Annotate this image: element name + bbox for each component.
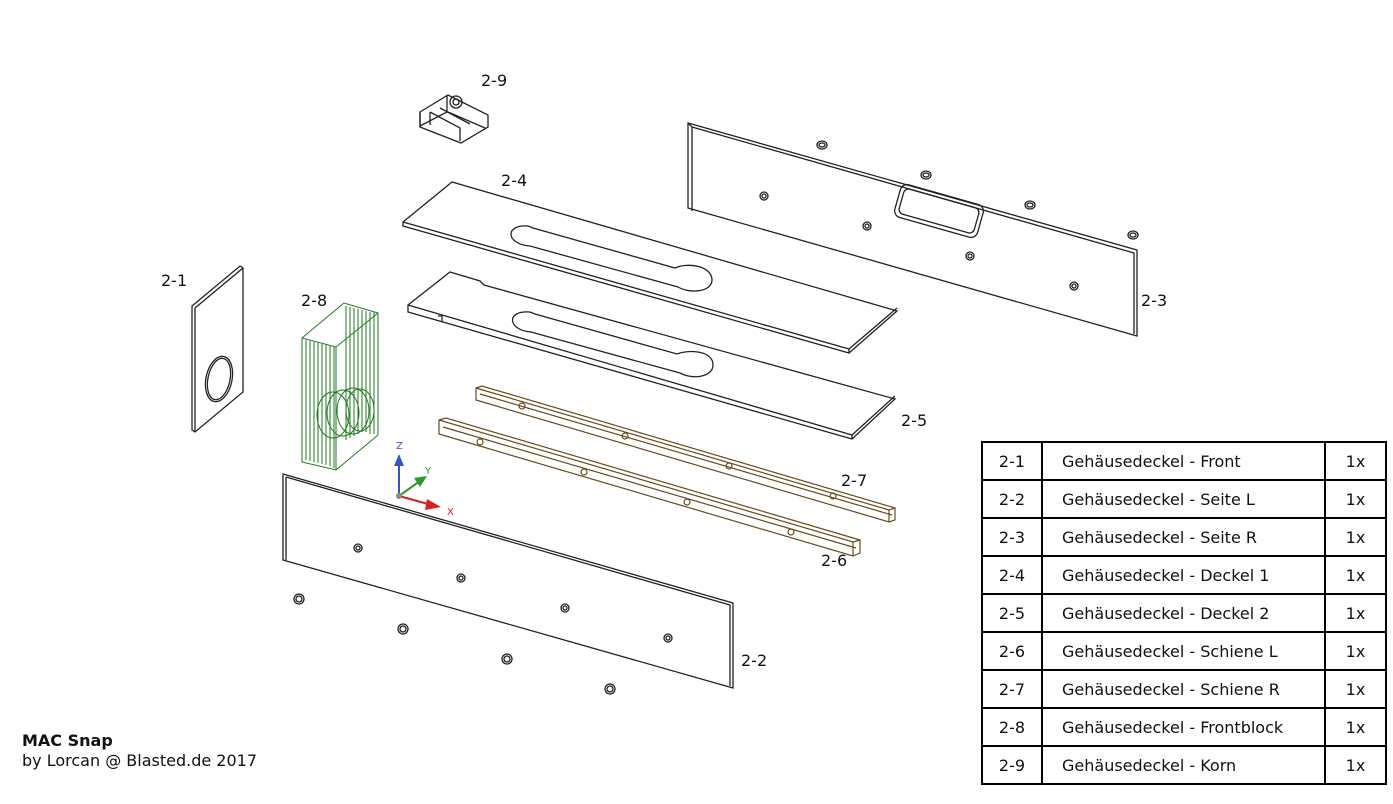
part-name-cell: Gehäusedeckel - Front (1041, 441, 1326, 481)
drawing-title: MAC Snap (22, 731, 113, 750)
part-qty-cell: 1x (1324, 631, 1387, 671)
part-id-cell: 2-9 (981, 745, 1043, 785)
part-id-cell: 2-8 (981, 707, 1043, 747)
drawing-credit: by Lorcan @ Blasted.de 2017 (22, 751, 257, 770)
part-qty-cell: 1x (1324, 517, 1387, 557)
table-row: 2-3 Gehäusedeckel - Seite R 1x (981, 517, 1387, 557)
part-qty-cell: 1x (1324, 669, 1387, 709)
callout-2-4: 2-4 (501, 171, 528, 190)
part-id-cell: 2-1 (981, 441, 1043, 481)
part-2-9-korn (419, 94, 489, 144)
part-2-7-schiene-r (475, 385, 896, 523)
table-row: 2-4 Gehäusedeckel - Deckel 1 1x (981, 555, 1387, 595)
part-2-4-deckel-1 (402, 181, 899, 354)
callout-2-6: 2-6 (821, 551, 848, 570)
callout-2-1: 2-1 (161, 271, 188, 290)
table-row: 2-8 Gehäusedeckel - Frontblock 1x (981, 707, 1387, 747)
part-id-cell: 2-5 (981, 593, 1043, 633)
part-2-6-schiene-l (438, 417, 861, 557)
part-2-2-screws (293, 593, 616, 695)
part-2-2-seite-l (282, 473, 734, 695)
part-2-3-screws (816, 140, 1139, 240)
part-qty-cell: 1x (1324, 745, 1387, 785)
part-2-3-seite-r (687, 122, 1139, 337)
part-name-cell: Gehäusedeckel - Deckel 1 (1041, 555, 1326, 595)
callout-2-7: 2-7 (841, 471, 868, 490)
table-row: 2-9 Gehäusedeckel - Korn 1x (981, 745, 1387, 785)
part-id-cell: 2-4 (981, 555, 1043, 595)
part-name-cell: Gehäusedeckel - Deckel 2 (1041, 593, 1326, 633)
part-qty-cell: 1x (1324, 479, 1387, 519)
part-id-cell: 2-7 (981, 669, 1043, 709)
part-2-1-front (191, 265, 244, 433)
part-2-5-deckel-2 (407, 271, 897, 440)
part-qty-cell: 1x (1324, 593, 1387, 633)
part-qty-cell: 1x (1324, 555, 1387, 595)
axis-y-label: Y (424, 466, 432, 477)
table-row: 2-1 Gehäusedeckel - Front 1x (981, 441, 1387, 481)
part-id-cell: 2-2 (981, 479, 1043, 519)
part-id-cell: 2-6 (981, 631, 1043, 671)
part-name-cell: Gehäusedeckel - Schiene L (1041, 631, 1326, 671)
part-name-cell: Gehäusedeckel - Seite L (1041, 479, 1326, 519)
axis-triad: Z Y X (394, 441, 454, 518)
title-block: MAC Snap by Lorcan @ Blasted.de 2017 (22, 731, 257, 771)
part-qty-cell: 1x (1324, 441, 1387, 481)
axis-x-label: X (447, 507, 454, 518)
part-qty-cell: 1x (1324, 707, 1387, 747)
callout-2-5: 2-5 (901, 411, 928, 430)
part-name-cell: Gehäusedeckel - Frontblock (1041, 707, 1326, 747)
part-2-8-frontblock (301, 302, 379, 471)
table-row: 2-5 Gehäusedeckel - Deckel 2 1x (981, 593, 1387, 633)
part-2-2-holes (353, 543, 673, 643)
callout-2-8: 2-8 (301, 291, 328, 310)
part-name-cell: Gehäusedeckel - Korn (1041, 745, 1326, 785)
callout-2-9: 2-9 (481, 71, 508, 90)
table-row: 2-7 Gehäusedeckel - Schiene R 1x (981, 669, 1387, 709)
part-2-3-holes (759, 191, 1079, 291)
callout-2-3: 2-3 (1141, 291, 1168, 310)
table-row: 2-6 Gehäusedeckel - Schiene L 1x (981, 631, 1387, 671)
part-id-cell: 2-3 (981, 517, 1043, 557)
part-name-cell: Gehäusedeckel - Schiene R (1041, 669, 1326, 709)
part-name-cell: Gehäusedeckel - Seite R (1041, 517, 1326, 557)
axis-z-label: Z (396, 441, 403, 452)
parts-list-table: 2-1 Gehäusedeckel - Front 1x 2-2 Gehäuse… (981, 441, 1387, 785)
table-row: 2-2 Gehäusedeckel - Seite L 1x (981, 479, 1387, 519)
callout-2-2: 2-2 (741, 651, 768, 670)
